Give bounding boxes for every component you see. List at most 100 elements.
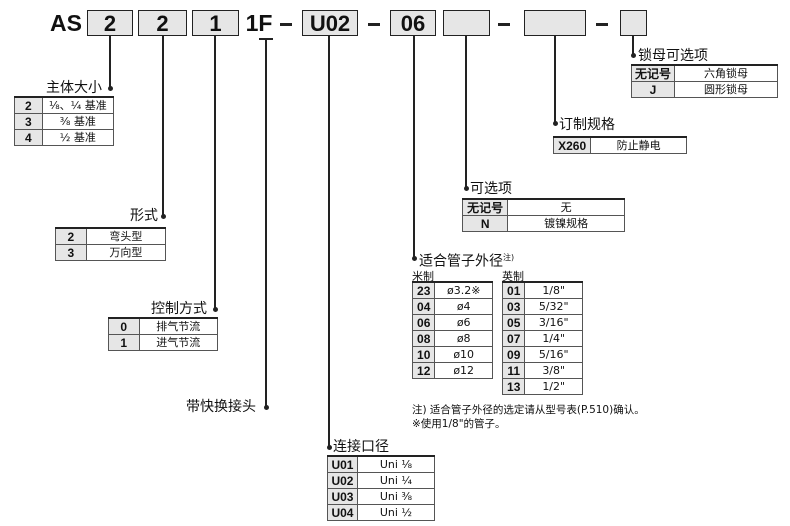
tube-title: 适合管子外径注) [419,250,514,270]
nut-box [620,10,647,36]
leader-line [109,36,111,89]
body-size-box: 2 [87,10,133,36]
leader-dot [464,186,469,191]
leader-dot [108,86,113,91]
leader-line [265,38,267,408]
leader-dot [161,214,166,219]
option-box [443,10,490,36]
control-title: 控制方式 [151,301,207,317]
dash [280,23,292,26]
option-title: 可选项 [470,181,512,197]
code-cell: 05 [501,314,526,331]
fitting-code: 1F [245,10,273,36]
port-box: U02 [302,10,358,36]
value-cell: 5/16" [524,346,583,363]
code-cell: 无记号 [461,198,509,216]
tube-title-note: 注) [503,253,515,262]
value-cell: Uni ⅛ [356,455,436,473]
leader-line [214,36,216,310]
leader-line [328,36,330,448]
value-cell: 无 [507,198,625,216]
nut-title: 锁母可选项 [638,48,708,64]
value-cell: 3/8" [524,362,583,379]
code-cell: 03 [501,298,526,315]
value-cell: 5/32" [524,298,583,315]
value-cell: 圆形锁母 [674,81,778,98]
value-cell: ø6 [434,314,493,331]
type-box: 2 [138,10,187,36]
leader-dot [553,121,558,126]
code-cell: 13 [501,378,526,395]
note-2: ※使用1/8"的管子。 [412,418,506,430]
code-cell: 04 [411,298,436,315]
value-cell: ø10 [434,346,493,363]
code-cell: U01 [327,455,358,473]
code-cell: 2 [55,227,87,245]
code-cell: N [461,215,509,232]
value-cell: 1/4" [524,330,583,347]
type-title: 形式 [130,208,158,224]
leader-line [413,36,415,258]
value-cell: Uni ½ [356,504,436,521]
value-cell: ⅛、¼ 基准 [41,96,115,114]
code-cell: 09 [501,346,526,363]
code-cell: 10 [411,346,436,363]
value-cell: 3/16" [524,314,583,331]
note-1: 注) 适合管子外径的选定请从型号表(P.510)确认。 [412,404,645,416]
prefix: AS [50,10,82,36]
tube-title-text: 适合管子外径 [419,253,503,270]
leader-dot [264,405,269,410]
value-cell: 防止静电 [590,136,687,154]
control-box: 1 [192,10,239,36]
leader-line [465,36,467,189]
leader-line [554,36,556,124]
custom-box [524,10,586,36]
tube-box: 06 [390,10,436,36]
leader-dot [213,307,218,312]
code-cell: 2 [14,96,43,114]
code-cell: 23 [411,281,436,299]
code-cell: U04 [327,504,358,521]
code-cell: 07 [501,330,526,347]
leader-line [632,36,634,56]
value-cell: 1/8" [524,281,583,299]
fitting-title: 带快换接头 [186,399,256,415]
code-cell: 3 [14,113,43,130]
value-cell: 六角锁母 [674,64,778,82]
value-cell: Uni ⅜ [356,488,436,505]
code-cell: J [630,81,676,98]
dash [498,23,510,26]
code-cell: U03 [327,488,358,505]
dash [596,23,608,26]
value-cell: 万向型 [85,244,167,261]
code-cell: 3 [55,244,87,261]
code-cell: 12 [411,362,436,379]
